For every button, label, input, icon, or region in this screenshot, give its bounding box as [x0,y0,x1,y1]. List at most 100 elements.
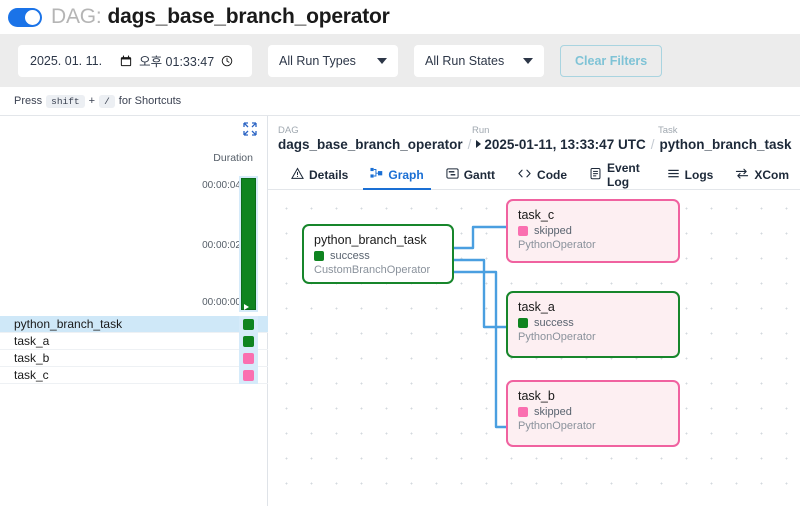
axis-tick-0: 00:00:00 [202,297,241,308]
dag-label: DAG: [51,5,102,28]
filter-bar: 2025. 01. 11. 오후 01:33:47 All Run Types … [0,34,800,87]
node-status-label: skipped [534,225,572,237]
breadcrumb-task-value[interactable]: python_branch_task [659,137,792,152]
graph-node-task-c[interactable]: task_c skipped PythonOperator [506,199,680,263]
duration-bar-marker [244,304,249,310]
clipboard-icon [589,167,602,183]
graph-node-python-branch-task[interactable]: python_branch_task success CustomBranchO… [302,224,454,284]
node-operator: PythonOperator [518,331,596,343]
status-badge [518,318,528,328]
play-triangle-icon [476,140,482,148]
task-list: python_branch_task task_a task_b task_c [0,315,268,384]
breadcrumb-task-kicker: Task [658,125,678,136]
clear-filters-button[interactable]: Clear Filters [560,44,663,77]
tab-label: Graph [388,167,424,182]
hint-plus: + [88,95,96,107]
tab-graph[interactable]: Graph [359,160,434,190]
duration-bar[interactable] [241,178,256,310]
run-state-select[interactable]: All Run States [414,44,544,77]
task-name: python_branch_task [14,317,123,331]
breadcrumb: DAG Run Task dags_base_branch_operator /… [268,116,800,160]
run-type-select[interactable]: All Run Types [268,44,398,77]
node-status: success [314,250,442,262]
status-badge [243,369,254,381]
status-badge [243,318,254,330]
hint-key-shift: shift [46,94,85,108]
clock-icon[interactable] [221,55,233,67]
tab-label: XCom [754,167,789,182]
run-state-value: All Run States [425,53,505,68]
status-badge [314,251,324,261]
tab-label: Event Log [607,160,640,189]
hint-suffix: for Shortcuts [118,95,182,107]
hint-press: Press [14,95,43,107]
status-badge [243,335,254,347]
graph-edges [453,225,506,429]
node-status: skipped [518,225,668,237]
main-body: Duration 00:00:04 00:00:02 00:00:00 pyth… [0,115,800,506]
chevron-down-icon [377,57,387,64]
duration-bar-column[interactable] [239,176,258,312]
chevron-down-icon [523,57,533,64]
tab-label: Gantt [463,167,496,182]
status-badge [243,352,254,364]
node-status: success [518,317,668,329]
graph-node-task-b[interactable]: task_b skipped PythonOperator [506,380,680,447]
task-row[interactable]: task_b [0,349,268,367]
task-row[interactable]: python_branch_task [0,315,268,333]
dag-pause-toggle[interactable] [8,7,42,27]
graph-node-task-a[interactable]: task_a success PythonOperator [506,291,680,358]
task-row[interactable]: task_a [0,332,268,350]
node-title: task_b [518,389,555,403]
axis-tick-4: 00:00:04 [202,180,241,191]
task-name: task_b [14,351,50,365]
node-status: skipped [518,406,668,418]
node-title: task_c [518,208,555,222]
time-value: 오후 01:33:47 [139,55,215,69]
exchange-arrows-icon [735,167,749,183]
run-type-value: All Run Types [279,53,356,68]
graph-canvas[interactable]: python_branch_task success CustomBranchO… [268,190,800,506]
tab-bar: Details Graph Gantt Code [268,160,800,190]
status-badge [518,226,528,236]
breadcrumb-run-kicker: Run [472,125,490,136]
details-panel: DAG Run Task dags_base_branch_operator /… [268,116,800,506]
list-lines-icon [667,167,680,183]
datetime-input[interactable]: 2025. 01. 11. 오후 01:33:47 [18,44,252,77]
calendar-icon[interactable] [120,55,132,67]
shortcut-hint: Press shift + / for Shortcuts [0,87,800,115]
tab-label: Logs [684,167,714,182]
node-status-label: success [534,317,574,329]
breadcrumb-dag-value[interactable]: dags_base_branch_operator [278,137,463,152]
tab-xcom[interactable]: XCom [724,160,800,189]
node-status-label: skipped [534,406,572,418]
page-title: dags_base_branch_operator [107,5,390,28]
task-name: task_c [14,368,49,382]
node-status-label: success [330,250,370,262]
date-value: 2025. 01. 11. [30,53,103,68]
breadcrumb-dag-kicker: DAG [278,125,299,136]
task-row[interactable]: task_c [0,366,268,384]
breadcrumb-run-value[interactable]: 2025-01-11, 13:33:47 UTC [484,137,646,152]
tab-label: Details [309,167,349,182]
graph-nodes-icon [370,167,383,183]
tab-code[interactable]: Code [506,160,578,189]
axis-tick-2: 00:00:02 [202,240,241,251]
breadcrumb-separator: / [467,137,472,152]
tab-details[interactable]: Details [280,160,359,189]
status-badge [518,407,528,417]
code-brackets-icon [517,167,532,183]
tab-logs[interactable]: Logs [656,160,725,189]
grid-panel: Duration 00:00:04 00:00:02 00:00:00 pyth… [0,116,268,506]
task-status-cell[interactable] [239,349,258,367]
breadcrumb-separator: / [650,137,655,152]
collapse-icon[interactable] [243,122,257,136]
task-status-cell[interactable] [239,315,258,333]
task-status-cell[interactable] [239,366,258,384]
tab-gantt[interactable]: Gantt [435,160,506,189]
node-operator: CustomBranchOperator [314,264,431,276]
node-title: task_a [518,300,555,314]
warning-triangle-icon [291,166,304,183]
tab-event-log[interactable]: Event Log [578,160,656,189]
task-status-cell[interactable] [239,332,258,350]
